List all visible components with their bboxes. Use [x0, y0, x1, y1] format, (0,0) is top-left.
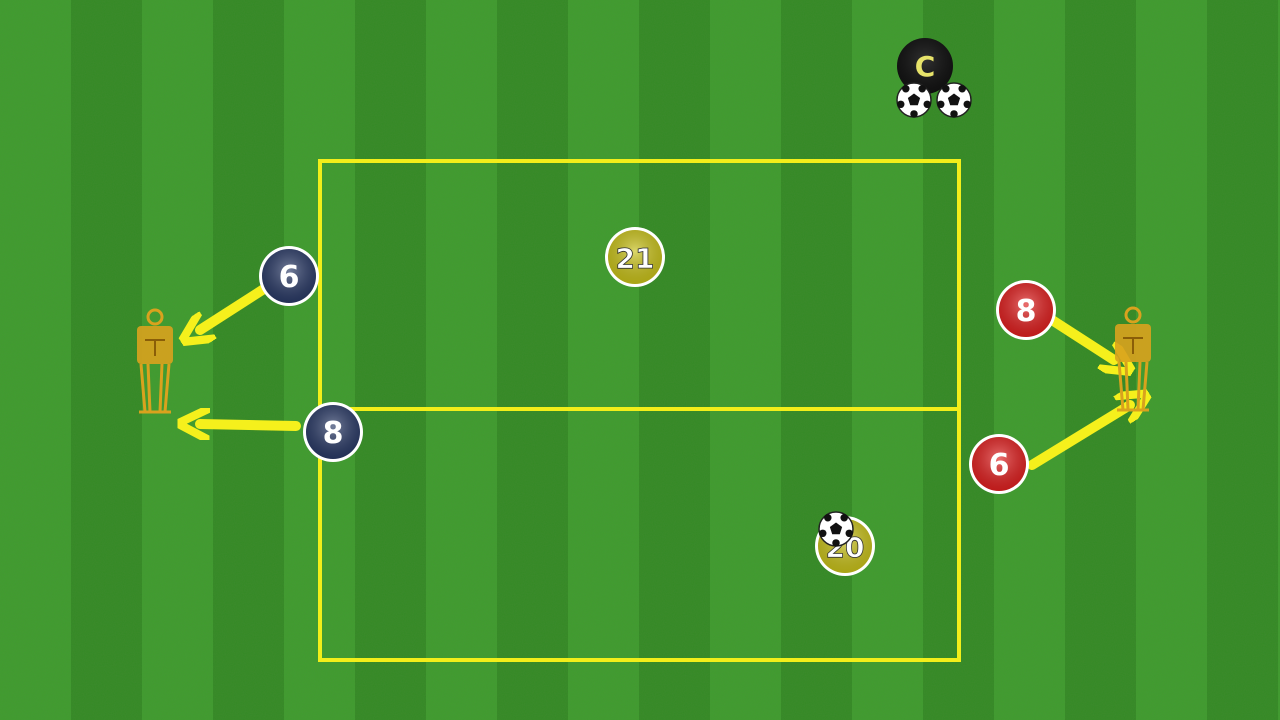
soccer-ball-icon — [936, 82, 972, 118]
player-red-6[interactable]: 6 — [969, 434, 1029, 494]
mannequin-icon — [1115, 306, 1151, 412]
arrow-blue-8 — [200, 424, 301, 426]
coach-marker: C — [897, 38, 953, 94]
player-number: 8 — [1016, 294, 1037, 329]
arrow-red-8 — [1047, 315, 1114, 360]
player-number: 21 — [616, 242, 655, 275]
arrow-blue-6 — [200, 280, 275, 330]
balls — [818, 82, 972, 547]
player-number: 6 — [989, 448, 1010, 483]
arrow-red-6 — [1027, 405, 1130, 470]
mannequin-icon — [137, 308, 173, 414]
player-red-8[interactable]: 8 — [996, 280, 1056, 340]
soccer-ball-icon — [896, 82, 932, 118]
player-blue-8[interactable]: 8 — [303, 402, 363, 462]
soccer-ball-icon — [818, 511, 854, 547]
player-number: 6 — [279, 260, 300, 295]
player-number: 8 — [323, 416, 344, 451]
coach-label: C — [915, 50, 936, 83]
player-yellow-21[interactable]: 21 — [605, 227, 665, 287]
player-blue-6[interactable]: 6 — [259, 246, 319, 306]
movement-arrows — [200, 280, 1130, 470]
